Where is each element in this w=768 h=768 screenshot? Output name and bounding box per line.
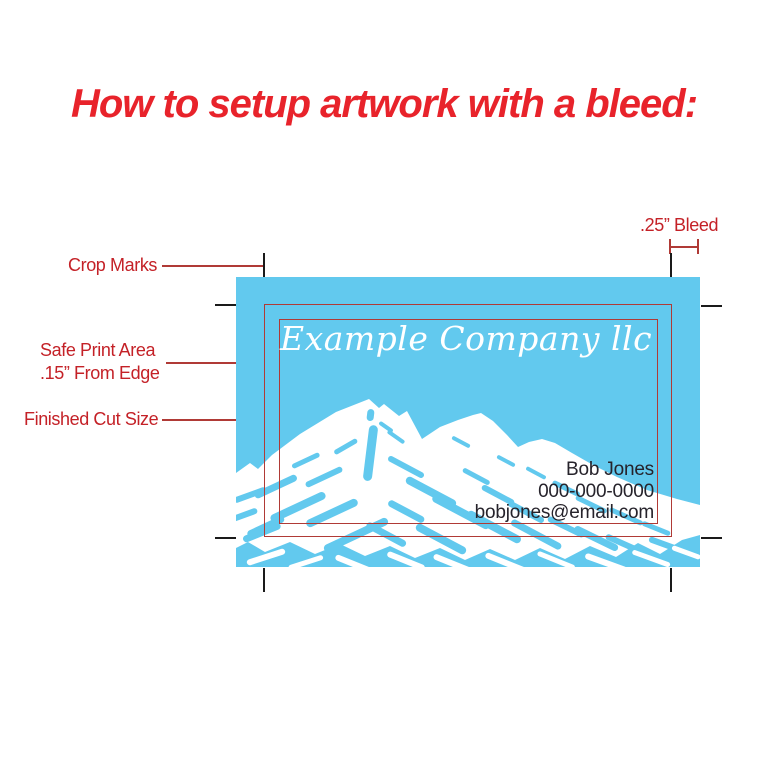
mountain-artwork <box>236 399 700 567</box>
safe-print-area-label: Safe Print Area .15” From Edge <box>40 339 160 385</box>
safe-print-area-label-line2: .15” From Edge <box>40 363 160 383</box>
finished-cut-size-label: Finished Cut Size <box>24 409 159 429</box>
crop-mark-right-top <box>701 305 722 307</box>
crop-mark-top-right <box>670 253 672 277</box>
bleed-bracket-left-tick <box>669 239 671 254</box>
business-card-artwork: Example Company llc Bob Jones 000-000-00… <box>236 277 700 567</box>
company-name-text: Example Company llc <box>280 319 653 358</box>
safe-print-area-leader-line <box>166 362 280 364</box>
finished-cut-size-leader-line <box>162 419 266 421</box>
bleed-bracket-right-tick <box>697 239 699 254</box>
crop-mark-top-left <box>263 253 265 277</box>
safe-print-area-rectangle <box>279 319 658 524</box>
finished-cut-size-rectangle <box>264 304 672 537</box>
page-title: How to setup artwork with a bleed: <box>70 82 698 126</box>
crop-marks-leader-line <box>162 265 265 267</box>
crop-mark-right-bottom <box>701 537 722 539</box>
safe-print-area-label-line1: Safe Print Area <box>40 340 156 360</box>
crop-mark-left-top <box>215 304 236 306</box>
contact-email: bobjones@email.com <box>474 502 655 523</box>
crop-mark-left-bottom <box>215 537 236 539</box>
bleed-bracket <box>670 246 699 248</box>
contact-block: Bob Jones 000-000-0000 bobjones@email.co… <box>474 459 655 524</box>
contact-phone: 000-000-0000 <box>538 480 654 502</box>
crop-mark-bottom-right <box>670 568 672 592</box>
crop-mark-bottom-left <box>263 568 265 592</box>
crop-marks-label: Crop Marks <box>68 255 158 275</box>
bleed-label: .25” Bleed <box>640 215 719 235</box>
contact-name: Bob Jones <box>566 459 654 480</box>
